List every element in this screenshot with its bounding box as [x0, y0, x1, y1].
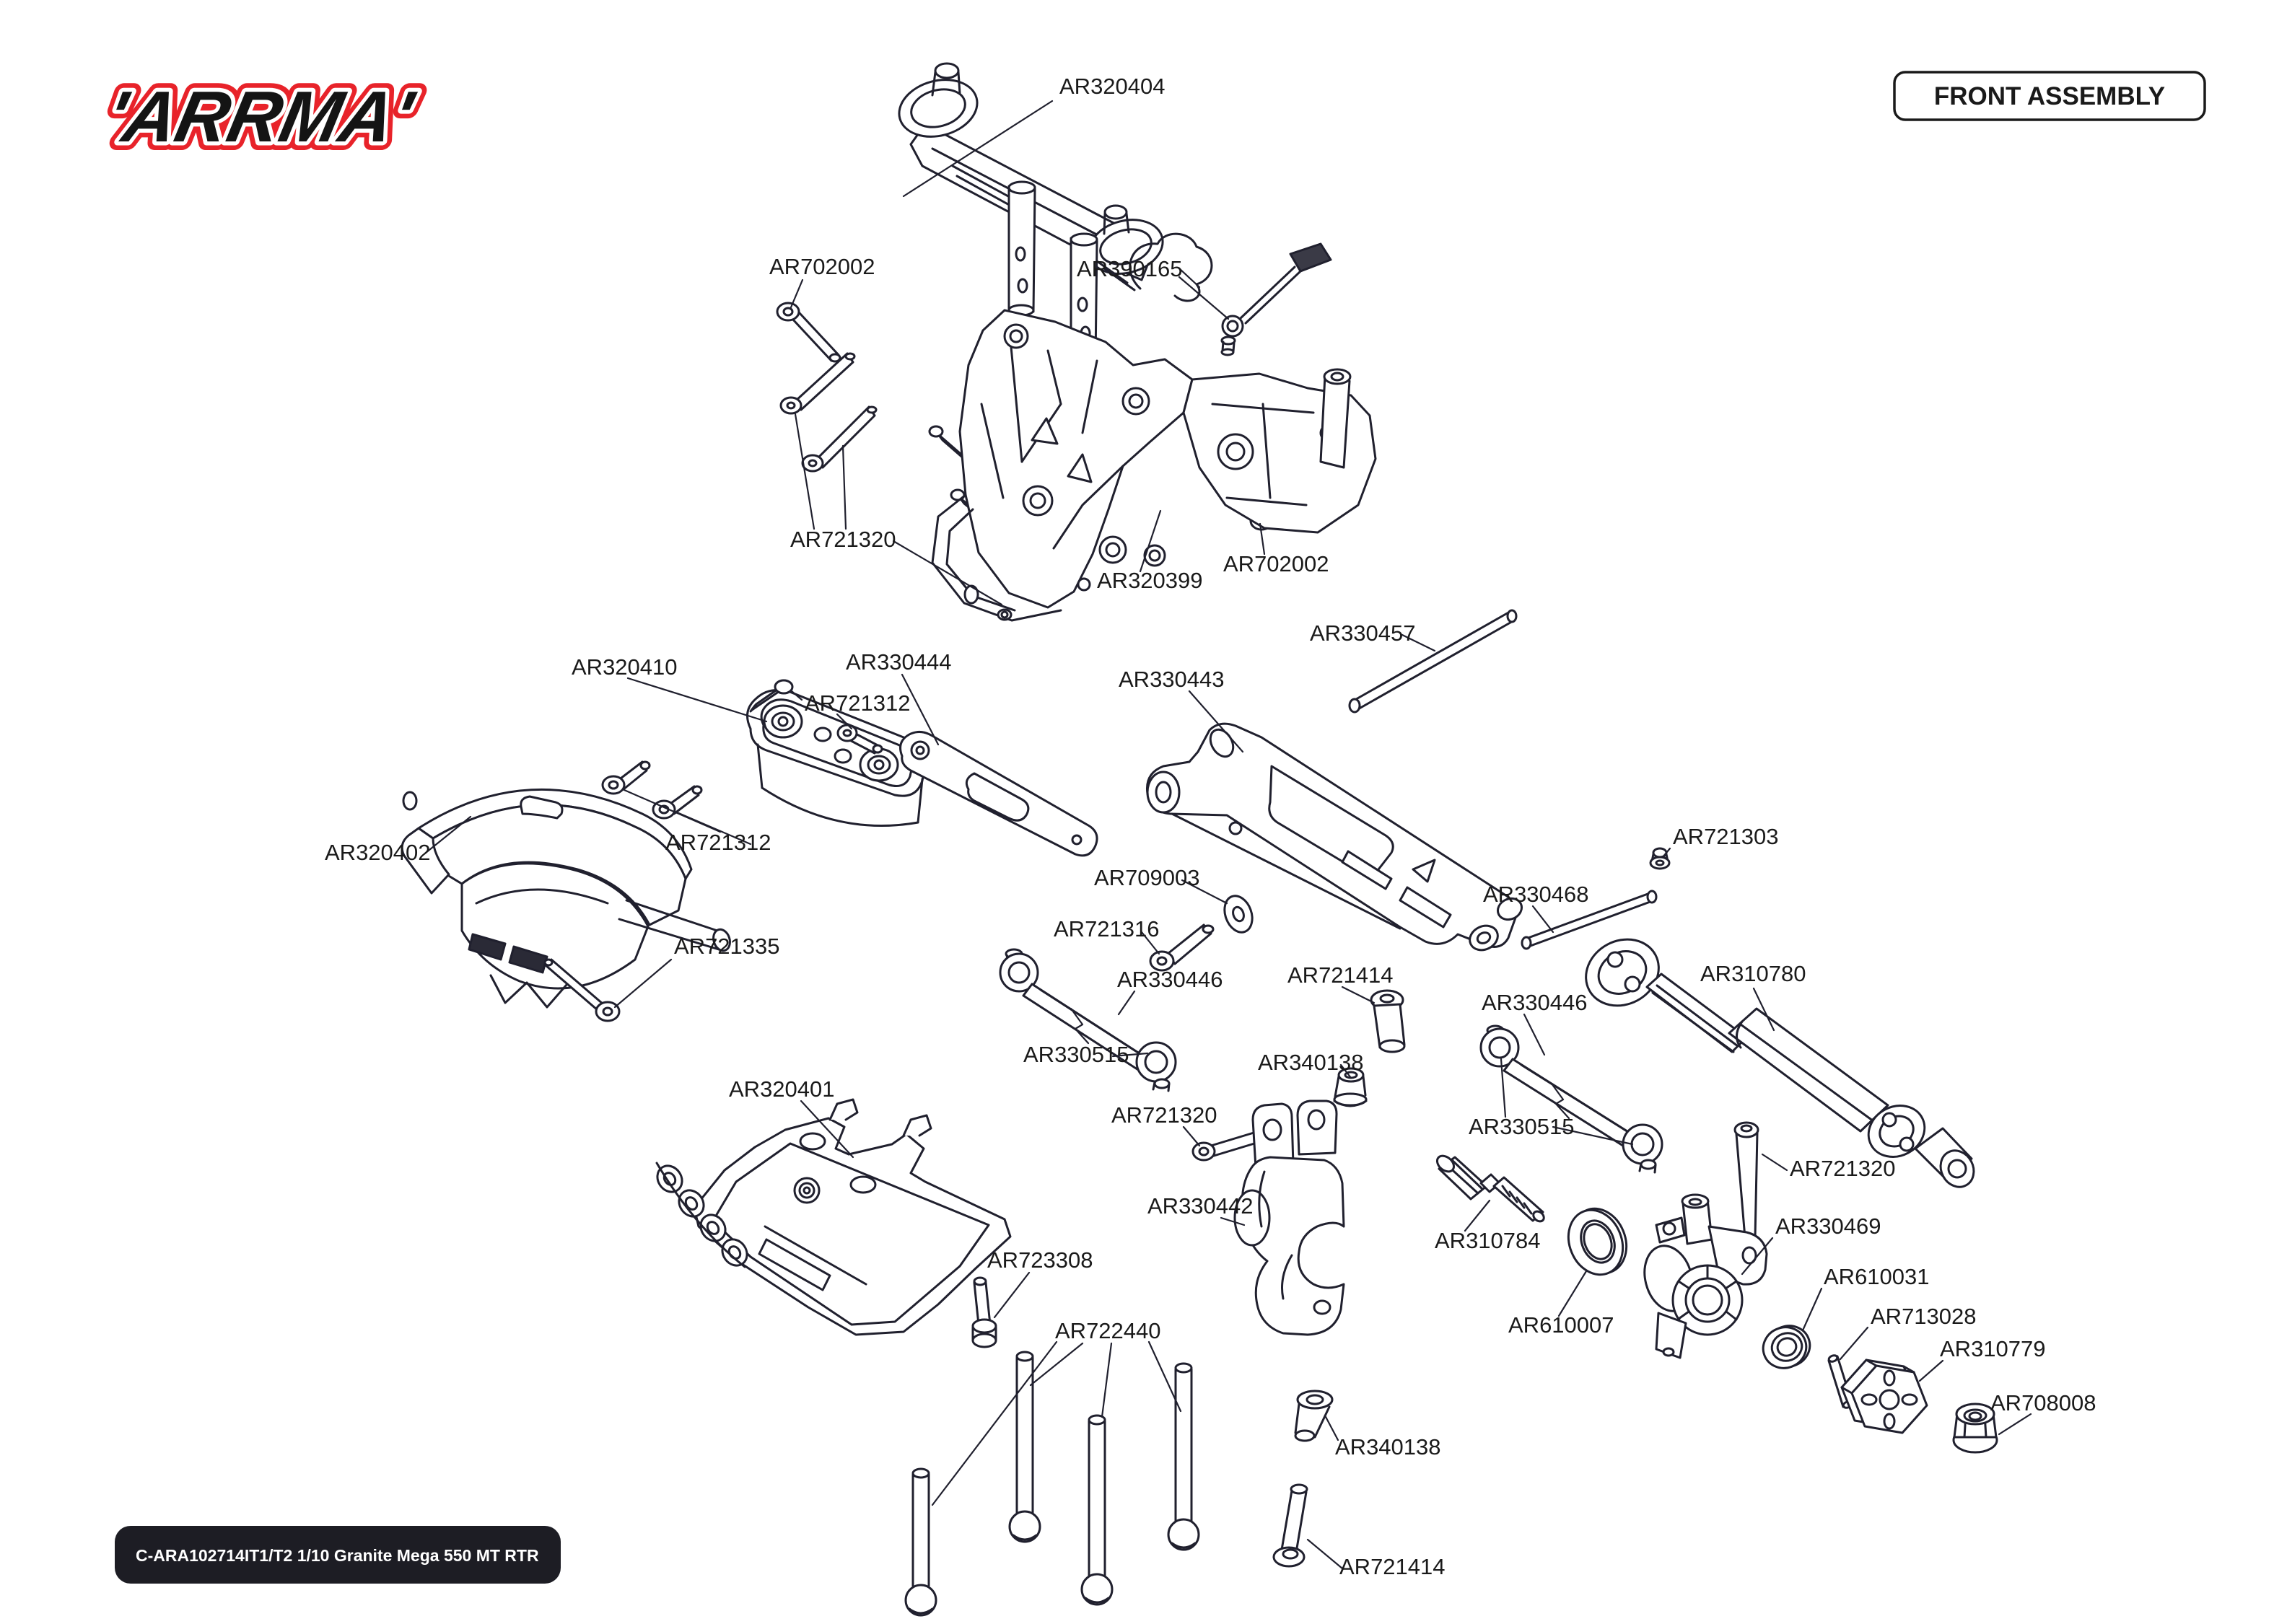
screw-721316-drawing	[1149, 923, 1215, 972]
part-labels: AR320404 AR702002 AR390165 AR721320 AR32…	[325, 74, 2096, 1579]
lock-nut-708008-drawing	[1952, 1403, 1998, 1454]
washer-709003-drawing	[1223, 895, 1254, 934]
title-box: FRONT ASSEMBLY	[1893, 71, 2206, 121]
part-label: AR721414	[1339, 1554, 1446, 1579]
caster-block-330442-drawing	[1233, 1100, 1345, 1336]
product-code-text: C-ARA102714IT1/T2 1/10 Granite Mega 550 …	[136, 1546, 539, 1565]
part-label: AR320401	[729, 1076, 835, 1102]
part-label: AR702002	[1223, 551, 1329, 576]
part-label: AR320402	[325, 840, 431, 865]
part-label: AR610031	[1824, 1264, 1930, 1289]
pins-722440-drawing	[904, 1351, 1200, 1617]
part-label: AR320399	[1097, 568, 1203, 593]
steering-link-left-drawing	[999, 948, 1177, 1092]
screw-721320-right-drawing	[1733, 1121, 1759, 1243]
part-label: AR708008	[1990, 1390, 2096, 1415]
part-label: AR721320	[1111, 1102, 1217, 1128]
part-label: AR713028	[1871, 1304, 1977, 1329]
screw-721335-drawing	[543, 958, 621, 1022]
bumper-320402-drawing	[401, 788, 731, 1009]
screw-721414-top-drawing	[1370, 989, 1406, 1053]
screw-721414-bottom-drawing	[1272, 1483, 1308, 1568]
page-title: FRONT ASSEMBLY	[1934, 82, 2165, 110]
brand-logo-outline-red: 'ARRMA'	[100, 76, 421, 157]
skid-plate-320401-drawing	[655, 1098, 1012, 1336]
part-label: AR702002	[769, 254, 875, 279]
part-label: AR330457	[1310, 620, 1416, 646]
part-label: AR721414	[1287, 962, 1394, 988]
part-label: AR721312	[805, 690, 911, 716]
hex-hub-310779-drawing	[1840, 1359, 1928, 1434]
part-label: AR340138	[1258, 1050, 1364, 1075]
part-label: AR722440	[1055, 1318, 1161, 1343]
bearing-610031-drawing	[1762, 1325, 1811, 1369]
leader-lines	[424, 100, 2032, 1570]
part-label: AR721316	[1054, 916, 1160, 942]
part-label: AR330442	[1147, 1193, 1254, 1219]
driveshaft-310780-drawing	[1585, 938, 1975, 1188]
part-label: AR330446	[1117, 967, 1223, 992]
mount-block-320410-drawing	[746, 688, 927, 827]
screw-721303-drawing	[1649, 847, 1671, 870]
part-label: AR721320	[790, 527, 896, 552]
part-label: AR340138	[1335, 1434, 1441, 1460]
part-label: AR330468	[1483, 882, 1589, 907]
part-label: AR310784	[1435, 1228, 1541, 1253]
part-label: AR709003	[1094, 865, 1200, 890]
part-label: AR320410	[572, 654, 678, 680]
part-label: AR330515	[1023, 1042, 1129, 1067]
part-label: AR320404	[1059, 74, 1166, 99]
steering-link-right-drawing	[1479, 1024, 1663, 1174]
brand-logo-text: 'ARRMA'	[100, 76, 421, 157]
part-label: AR310780	[1700, 961, 1806, 986]
part-label: AR330443	[1119, 667, 1225, 692]
steering-plate-330444-drawing	[899, 731, 1098, 857]
bushing-340138-top-drawing	[1333, 1067, 1368, 1107]
part-label: AR721335	[674, 934, 780, 959]
title-box-frame	[1893, 71, 2206, 121]
body-clip-drawing	[1096, 232, 1332, 356]
screw-723308-drawing	[971, 1276, 997, 1348]
part-label: AR330515	[1469, 1114, 1575, 1139]
hinge-pin-330457-drawing	[1348, 609, 1518, 714]
brand-logo: 'ARRMA' 'ARRMA' 'ARRMA'	[91, 68, 430, 166]
hinge-pin-330468-drawing	[1521, 890, 1658, 950]
body-mount-drawing	[898, 62, 1164, 366]
part-label: AR721303	[1673, 824, 1779, 849]
brand-logo-outline-white: 'ARRMA'	[100, 76, 421, 157]
part-label: AR721312	[665, 830, 771, 855]
part-label: AR723308	[987, 1247, 1093, 1273]
product-code-box: C-ARA102714IT1/T2 1/10 Granite Mega 550 …	[115, 1526, 561, 1584]
stub-axle-310784-drawing	[1435, 1154, 1545, 1223]
suspension-arm-330443-drawing	[1145, 722, 1523, 952]
part-label: AR310779	[1940, 1336, 2046, 1361]
bearing-610007-drawing	[1567, 1207, 1628, 1276]
part-label: AR330444	[846, 649, 952, 675]
screw-702002-top-drawing	[776, 302, 841, 363]
part-label: AR610007	[1508, 1312, 1614, 1338]
part-label: AR330469	[1775, 1213, 1881, 1239]
shock-tower-drawing	[931, 309, 1377, 622]
knuckle-330469-drawing	[1643, 1193, 1768, 1359]
part-label: AR721320	[1790, 1156, 1896, 1181]
part-label: AR330446	[1482, 990, 1588, 1015]
product-code-bg	[115, 1526, 561, 1584]
bushing-340138-bottom-drawing	[1294, 1390, 1334, 1442]
part-label: AR390165	[1077, 256, 1183, 281]
body-clip-link-end	[1289, 242, 1332, 273]
